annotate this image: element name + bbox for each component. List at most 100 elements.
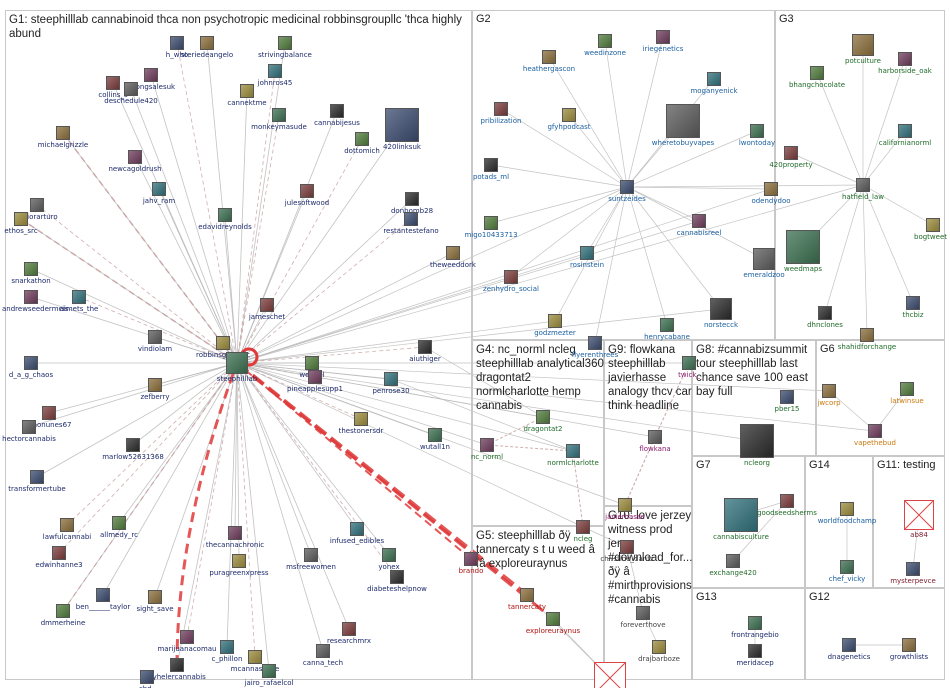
node-pribilization[interactable] [494,102,508,116]
node-jahv_ram[interactable] [152,182,166,196]
node-thestonersdr[interactable] [354,412,368,426]
node-cannabisreel[interactable] [692,214,706,228]
node-deschedule420[interactable] [124,82,138,96]
node-andrewseedermeis[interactable] [24,290,38,304]
node-yonex[interactable] [382,548,396,562]
node-aiuthiger[interactable] [418,340,432,354]
node-edwinhanne3[interactable] [52,546,66,560]
node-nc_norml[interactable] [480,438,494,452]
node-sight_save[interactable] [148,590,162,604]
node-thecannachronic[interactable] [228,526,242,540]
node-shahidforchange[interactable] [860,328,874,342]
node-zenhydro_social[interactable] [504,270,518,284]
node-c_phillon[interactable] [220,640,234,654]
node-michaelgrizzle[interactable] [56,126,70,140]
node-joaonunes67[interactable] [42,406,56,420]
node-mysterpevce[interactable] [906,562,920,576]
node-canna_tech[interactable] [316,644,330,658]
node-ben_taylor[interactable] [96,588,110,602]
node-godzmezter[interactable] [548,314,562,328]
node-lawfulcannabis[interactable] [60,518,74,532]
node-migo[interactable] [484,216,498,230]
node-brandon[interactable] [464,552,478,566]
node-javierhasse[interactable] [618,498,632,512]
node-twick[interactable] [682,356,696,370]
node-theweeddork[interactable] [446,246,460,260]
node-odendydoo[interactable] [764,182,778,196]
node-420property[interactable] [784,146,798,160]
node-harborside_oak[interactable] [898,52,912,66]
node-donbomb28[interactable] [405,192,419,206]
node-jameschet[interactable] [260,298,274,312]
node-foreverthove[interactable] [636,606,650,620]
node-vapethebud[interactable] [868,424,882,438]
node-420linksuk[interactable] [385,108,419,142]
node-newcagoldrush[interactable] [128,150,142,164]
node-julesoftwood[interactable] [300,184,314,198]
node-ncleg[interactable] [576,520,590,534]
node-collins_s[interactable] [106,76,120,90]
node-bernar[interactable] [594,662,626,688]
node-exchange420[interactable] [726,554,740,568]
node-chef_vicky[interactable] [840,560,854,574]
node-diabeteshelpnow[interactable] [390,570,404,584]
node-flowkana[interactable] [648,430,662,444]
node-marlow[interactable] [126,438,140,452]
node-flyhelercannabis[interactable] [170,658,184,672]
node-wheretobuyvapes[interactable] [666,104,700,138]
node-pineapplesupp[interactable] [308,370,322,384]
node-weedinzone[interactable] [598,34,612,48]
node-purogreenxpress[interactable] [232,554,246,568]
node-cannabijesus[interactable] [330,104,344,118]
node-juniorarturo[interactable] [30,198,44,212]
node-gfyhpodcast[interactable] [562,108,576,122]
node-dnagenetics[interactable] [842,638,856,652]
node-mcannascope[interactable] [248,650,262,664]
node-suntzeides[interactable] [620,180,634,194]
node-steriedeangelo[interactable] [200,36,214,50]
node-heathergascon[interactable] [542,50,556,64]
node-norstecck[interactable] [710,298,732,320]
node-dmmerheine[interactable] [56,604,70,618]
node-allmedy_rc[interactable] [112,516,126,530]
node-pber[interactable] [780,390,794,404]
node-ncleorg[interactable] [740,424,774,458]
node-msfreewomen[interactable] [304,548,318,562]
node-researchmrx[interactable] [342,622,356,636]
node-henrycabane[interactable] [660,318,674,332]
node-worldfoodchamp[interactable] [840,502,854,516]
node-iriegenetics[interactable] [656,30,670,44]
node-latwinsue[interactable] [900,382,914,396]
node-potads_ml[interactable] [484,158,498,172]
node-wutall1n[interactable] [428,428,442,442]
node-hectorcannabis[interactable] [22,420,36,434]
node-h_who[interactable] [170,36,184,50]
node-aimets_the[interactable] [72,290,86,304]
node-vindiolam[interactable] [148,330,162,344]
node-jwcorp[interactable] [822,384,836,398]
node-growthlists[interactable] [902,638,916,652]
node-cannektme[interactable] [240,84,254,98]
node-goodseeds[interactable] [780,494,794,508]
node-bogtweet[interactable] [926,218,940,232]
node-johnros45[interactable] [268,64,282,78]
node-robbinsgroupllc[interactable] [216,336,230,350]
node-steephilllab[interactable] [226,352,248,374]
node-drajbarboze[interactable] [652,640,666,654]
node-d_a_g_chaos[interactable] [24,356,38,370]
node-cbd[interactable] [140,670,154,684]
node-strivingbalance[interactable] [278,36,292,50]
node-cannabisculture[interactable] [724,498,758,532]
node-edavidreynolds[interactable] [218,208,232,222]
node-potculture[interactable] [852,34,874,56]
node-transformertube[interactable] [30,470,44,484]
node-ethos_src[interactable] [14,212,28,226]
node-meridacep[interactable] [748,644,762,658]
node-flyerenthrees[interactable] [588,336,602,350]
node-dottomich[interactable] [355,132,369,146]
node-moganyenick[interactable] [707,72,721,86]
node-jairo_rafaelcol[interactable] [262,664,276,678]
node-frontrangebio[interactable] [748,616,762,630]
node-weedmaps[interactable] [786,230,820,264]
node-bhangchocolate[interactable] [810,66,824,80]
